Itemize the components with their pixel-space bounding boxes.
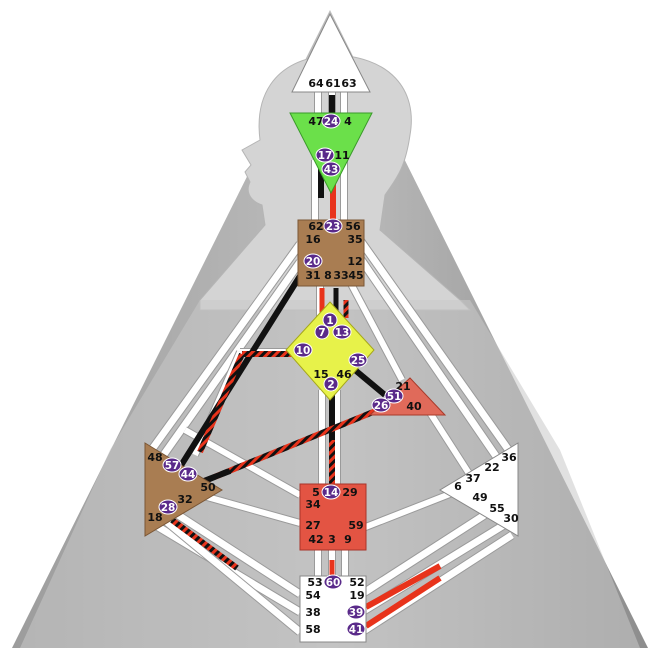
- gate-16-label: 16: [305, 233, 321, 246]
- gate-7-label: 7: [318, 327, 325, 339]
- gate-2-label: 2: [327, 379, 334, 391]
- gate-54-label: 54: [305, 589, 321, 602]
- gate-38-label: 38: [305, 606, 320, 619]
- gate-45-label: 45: [348, 269, 363, 282]
- gate-35-label: 35: [347, 233, 362, 246]
- gate-64-label: 64: [308, 77, 324, 90]
- gate-20-marker: [303, 253, 323, 269]
- gate-10-marker: [293, 342, 313, 358]
- gate-14-label: 14: [324, 487, 339, 499]
- gate-62-label: 62: [308, 220, 323, 233]
- gate-5-label: 5: [312, 486, 320, 499]
- gate-60-marker: [323, 574, 343, 590]
- g-center: [285, 301, 375, 401]
- gate-28-label: 28: [161, 502, 176, 514]
- gate-48-label: 48: [147, 451, 162, 464]
- gate-24-marker: [321, 113, 341, 129]
- gate-58-label: 58: [305, 623, 320, 636]
- gate-25-label: 25: [351, 355, 366, 367]
- gate-27-label: 27: [305, 519, 320, 532]
- gate-34-label: 34: [305, 498, 321, 511]
- gate-25-marker: [348, 352, 368, 368]
- gate-17-label: 17: [318, 150, 333, 162]
- gate-36-label: 36: [501, 451, 517, 464]
- gate-61-label: 61: [325, 77, 340, 90]
- gate-20-label: 20: [306, 256, 321, 268]
- gate-2-marker: [323, 376, 339, 392]
- gate-57-marker: [162, 457, 182, 473]
- gate-18-label: 18: [147, 511, 162, 524]
- gate-51-label: 51: [387, 391, 402, 403]
- gate-41-marker: [346, 621, 366, 637]
- gate-11-label: 11: [334, 149, 349, 162]
- gate-24-label: 24: [324, 116, 339, 128]
- gate-19-label: 19: [349, 589, 364, 602]
- gate-3-label: 3: [328, 533, 336, 546]
- gate-33-label: 33: [333, 269, 348, 282]
- head-center: [291, 12, 371, 93]
- gate-1-label: 1: [326, 315, 333, 327]
- gate-8-label: 8: [324, 269, 332, 282]
- gate-44-marker: [178, 466, 198, 482]
- gate-53-label: 53: [307, 576, 322, 589]
- gate-49-label: 49: [472, 491, 487, 504]
- gate-9-label: 9: [344, 533, 352, 546]
- gate-29-label: 29: [342, 486, 357, 499]
- gate-22-label: 22: [484, 461, 499, 474]
- gate-40-label: 40: [406, 400, 422, 413]
- gate-39-label: 39: [349, 607, 364, 619]
- gate-6-label: 6: [454, 480, 462, 493]
- gate-47-label: 47: [308, 115, 323, 128]
- gate-42-label: 42: [308, 533, 323, 546]
- gate-56-label: 56: [345, 220, 361, 233]
- gate-1-marker: [322, 312, 338, 328]
- gate-32-label: 32: [177, 493, 192, 506]
- solar-plexus-center: [439, 442, 519, 537]
- gate-23-marker: [323, 218, 343, 234]
- gate-4-label: 4: [344, 115, 352, 128]
- gate-37-label: 37: [465, 472, 480, 485]
- gate-10-label: 10: [296, 345, 311, 357]
- gate-13-label: 13: [335, 327, 350, 339]
- gate-13-marker: [332, 324, 352, 340]
- gate-7-marker: [314, 324, 330, 340]
- gate-52-label: 52: [349, 576, 364, 589]
- gate-30-label: 30: [503, 512, 519, 525]
- gate-43-marker: [321, 161, 341, 177]
- gate-12-label: 12: [347, 255, 362, 268]
- gate-26-label: 26: [374, 400, 389, 412]
- gate-46-label: 46: [336, 368, 352, 381]
- gate-26-marker: [371, 397, 391, 413]
- gate-57-label: 57: [165, 460, 180, 472]
- gate-23-label: 23: [326, 221, 341, 233]
- gate-59-label: 59: [348, 519, 363, 532]
- gate-51-marker: [384, 388, 404, 404]
- gate-44-label: 44: [181, 469, 196, 481]
- gate-55-label: 55: [489, 502, 504, 515]
- gate-39-marker: [346, 604, 366, 620]
- gate-41-label: 41: [349, 624, 364, 636]
- gate-43-label: 43: [324, 164, 339, 176]
- gate-31-label: 31: [305, 269, 320, 282]
- gate-50-label: 50: [200, 481, 216, 494]
- gate-15-label: 15: [313, 368, 328, 381]
- gate-28-marker: [158, 499, 178, 515]
- gate-60-label: 60: [326, 577, 341, 589]
- gate-14-marker: [321, 484, 341, 500]
- gate-63-label: 63: [341, 77, 356, 90]
- gate-17-marker: [315, 147, 335, 163]
